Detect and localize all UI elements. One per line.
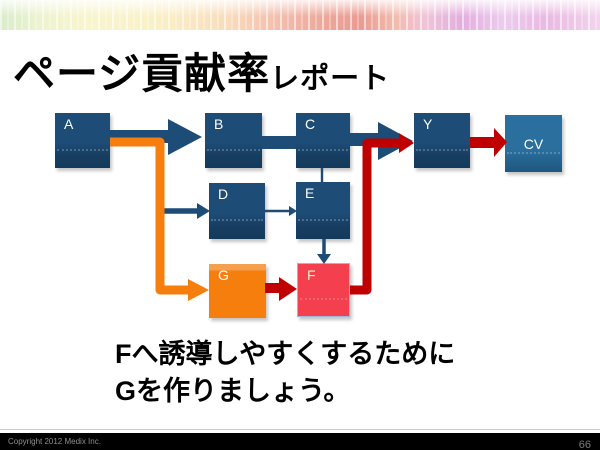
flow-node-y-label: Y bbox=[423, 116, 433, 132]
footer-bar: Copyright 2012 Medix Inc. 66 bbox=[0, 433, 600, 450]
arrow-f-to-y-head bbox=[399, 133, 414, 153]
flow-node-b-label: B bbox=[214, 116, 224, 132]
arrow-f-to-y-shaft bbox=[350, 138, 399, 295]
connector-b-to-c bbox=[262, 136, 296, 149]
flow-node-cv-label: CV bbox=[523, 135, 544, 152]
slide-message-line1: Fへ誘導しやすくするために bbox=[115, 339, 456, 369]
flow-node-g-label: G bbox=[218, 267, 229, 283]
arrow-a-to-g-head bbox=[188, 279, 209, 301]
flow-node-f-label: F bbox=[307, 267, 316, 283]
flow-node-d-label: D bbox=[218, 186, 229, 202]
slide-message-line2: Gを作りましょう。 bbox=[115, 376, 351, 406]
page-title-sub: レポート bbox=[270, 63, 391, 95]
arrow-g-to-f bbox=[265, 277, 297, 301]
footer-copyright: Copyright 2012 Medix Inc. bbox=[8, 437, 101, 446]
flow-node-c-label: C bbox=[305, 116, 316, 132]
arrow-a-to-b bbox=[110, 119, 202, 155]
flow-node-b: B bbox=[205, 113, 262, 168]
page-title: ページ貢献率レポート bbox=[13, 40, 390, 101]
flow-node-g: G bbox=[209, 264, 266, 318]
footer-divider bbox=[0, 429, 600, 430]
flow-node-cv: CV bbox=[505, 115, 562, 172]
page-title-main: ページ貢献率 bbox=[13, 50, 271, 97]
decorative-color-strip bbox=[0, 0, 600, 30]
arrow-y-to-cv bbox=[470, 128, 507, 157]
flow-node-y: Y bbox=[414, 113, 470, 168]
flow-node-c: C bbox=[296, 113, 350, 168]
slide-message: Fへ誘導しやすくするために Gを作りましょう。 bbox=[115, 336, 455, 410]
flow-node-e-label: E bbox=[305, 185, 315, 201]
flow-node-e: E bbox=[296, 182, 350, 239]
arrow-a-to-g-shaft bbox=[110, 137, 189, 295]
flow-node-a-label: A bbox=[64, 116, 74, 132]
arrow-c-to-y bbox=[350, 122, 413, 160]
flow-node-f: F bbox=[297, 263, 350, 317]
page-number: 66 bbox=[578, 439, 591, 450]
flow-node-d: D bbox=[209, 183, 265, 239]
flow-node-a: A bbox=[55, 113, 110, 168]
